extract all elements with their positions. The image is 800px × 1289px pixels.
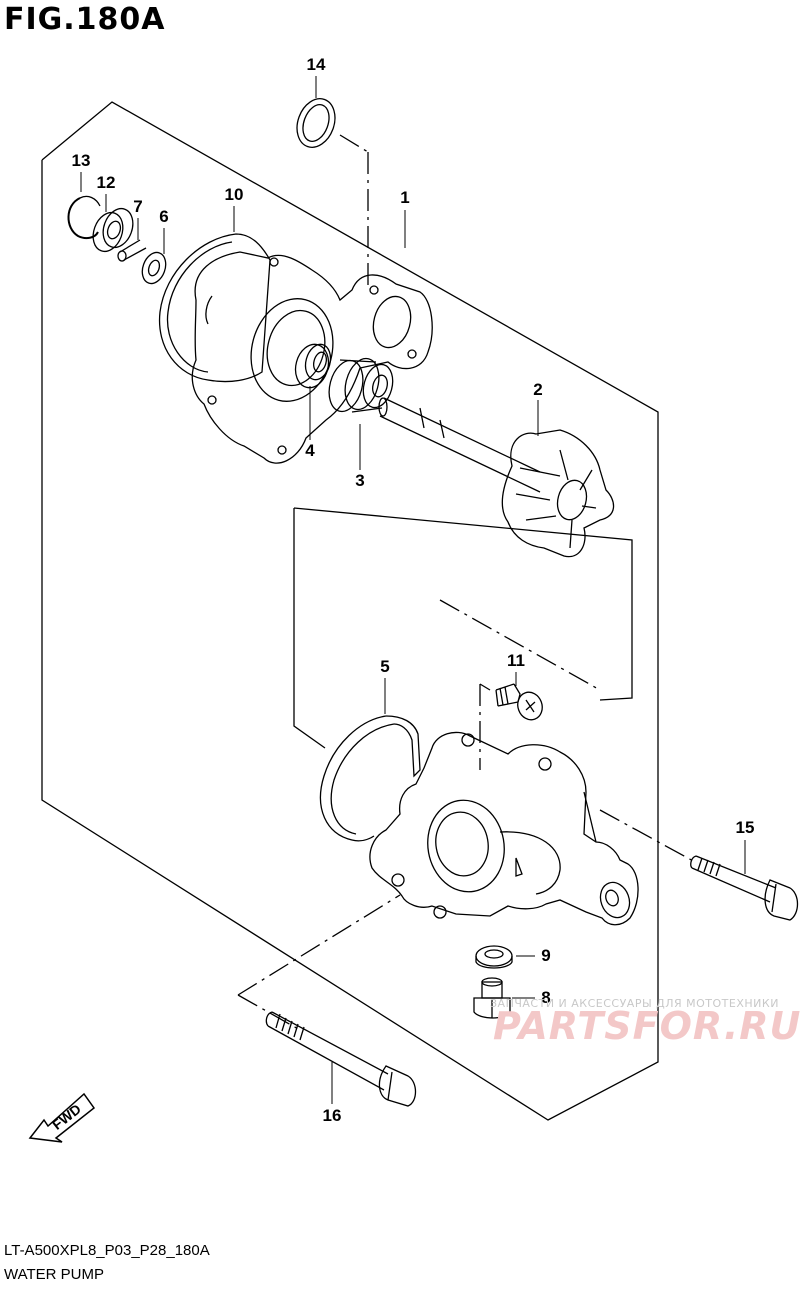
watermark-tagline: ЗАПЧАСТИ И АКСЕССУАРЫ ДЛЯ МОТОТЕХНИКИ [490, 997, 779, 1010]
bolt-15 [690, 855, 799, 921]
callout-1[interactable]: 1 [400, 188, 410, 207]
callout-4[interactable]: 4 [305, 441, 315, 460]
callout-16[interactable]: 16 [322, 1106, 342, 1125]
pin-7 [117, 239, 147, 262]
bolt-16 [265, 1011, 417, 1107]
figure-title: FIG.180A [4, 2, 166, 37]
gasket-10 [158, 233, 271, 383]
callout-13[interactable]: 13 [71, 151, 91, 170]
callout-3[interactable]: 3 [355, 471, 365, 490]
callout-7[interactable]: 7 [133, 197, 143, 216]
impeller-shaft-2 [378, 397, 615, 558]
retainer-12 [92, 207, 134, 253]
callout-15[interactable]: 15 [735, 818, 755, 837]
mechanical-seal-3 [328, 357, 394, 413]
watermark-logo: PARTSFOR.RU [493, 1004, 800, 1048]
dash-leaders [237, 134, 696, 1031]
figure-code: LT-A500XPL8_P03_P28_180A [4, 1242, 210, 1259]
casing-group-frame [293, 507, 633, 701]
callout-11[interactable]: 11 [507, 651, 525, 670]
callout-leaders [80, 76, 746, 1104]
callout-6[interactable]: 6 [159, 207, 169, 226]
washer-9 [475, 945, 513, 969]
fwd-arrow-icon [28, 1092, 96, 1143]
callout-8[interactable]: 8 [541, 988, 551, 1007]
callout-14[interactable]: 14 [306, 55, 326, 74]
o-ring-14 [296, 98, 336, 148]
callout-12[interactable]: 12 [96, 173, 116, 192]
callout-9[interactable]: 9 [541, 946, 551, 965]
oil-seal-4 [294, 343, 332, 389]
figure-name: WATER PUMP [4, 1266, 104, 1283]
screw-11 [495, 683, 543, 721]
callout-2[interactable]: 2 [533, 380, 543, 399]
washer-6 [141, 251, 167, 285]
callout-5[interactable]: 5 [380, 657, 390, 676]
assembly-frame [41, 101, 659, 1121]
pump-cover-1 [191, 251, 433, 464]
pump-casing [369, 731, 639, 926]
circlip-13 [67, 197, 99, 240]
callout-10[interactable]: 10 [224, 185, 244, 204]
o-ring-5 [319, 715, 421, 842]
drain-bolt-8 [473, 977, 511, 1019]
